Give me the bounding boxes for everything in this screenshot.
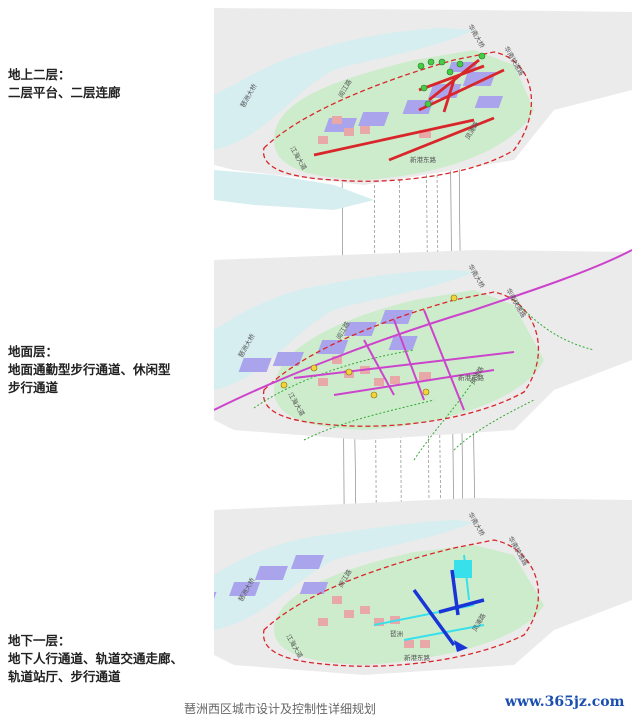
leisure-paths bbox=[253, 299, 595, 461]
station-hall bbox=[454, 560, 472, 578]
layer-label-bot: 地下一层： 地下人行通道、轨道交通走廊、 轨道站厅、步行通道 bbox=[8, 632, 183, 686]
figure-caption: 琶洲西区城市设计及控制性详细规划 bbox=[184, 702, 377, 716]
purple-blocks bbox=[214, 555, 329, 606]
arrow-icon bbox=[454, 640, 468, 652]
layer-label-mid: 地面层： 地面通勤型步行通道、休闲型 步行通道 bbox=[8, 343, 171, 397]
layer-title: 地上二层： bbox=[8, 67, 71, 82]
watermark: www.365jz.com bbox=[505, 694, 625, 710]
layer-desc: 步行通道 bbox=[8, 380, 59, 395]
river-area bbox=[214, 270, 474, 390]
road-label: 琶洲 bbox=[390, 630, 403, 638]
layer-desc: 二层平台、二层连廊 bbox=[8, 85, 121, 100]
road-label: 新港东路 bbox=[458, 373, 485, 382]
river-area bbox=[214, 170, 374, 210]
layer-mid-map: 华南大桥 华南快速路 阅江路 新港东路 凤浦路 琶洲大桥 江海大道 bbox=[214, 249, 632, 461]
layered-diagram: 华南大桥 华南快速路 阅江路 新港东路 凤浦路 琶洲大桥 江海大道 bbox=[214, 8, 632, 675]
boundary-dashed bbox=[262, 291, 540, 427]
river-area bbox=[214, 520, 474, 630]
layer-label-top: 地上二层： 二层平台、二层连廊 bbox=[8, 66, 121, 102]
commute-paths bbox=[214, 249, 632, 411]
layer-desc: 轨道站厅、步行通道 bbox=[8, 669, 121, 684]
node-circle-icon bbox=[280, 294, 458, 399]
node-circle-icon bbox=[417, 52, 486, 108]
island-green bbox=[274, 545, 544, 665]
layer-title: 地下一层： bbox=[8, 633, 71, 648]
layer-bot-map: 华南大桥 华南快速路 阅江路 新港东路 凤浦路 琶洲大桥 江海大道 琶洲 bbox=[214, 498, 632, 675]
rail-corridor bbox=[412, 569, 485, 647]
second-floor-corridors bbox=[313, 58, 505, 162]
pink-blocks bbox=[318, 116, 431, 144]
river-area bbox=[214, 28, 474, 150]
boundary-dashed bbox=[262, 539, 540, 667]
boundary-dashed bbox=[263, 51, 533, 182]
layer-desc: 地下人行通道、轨道交通走廊、 bbox=[8, 651, 184, 666]
layer-desc: 地面通勤型步行通道、休闲型 bbox=[8, 362, 171, 377]
road-label: 新港东路 bbox=[410, 155, 437, 164]
road-label: 新港东路 bbox=[404, 653, 431, 662]
layer-top-map: 华南大桥 华南快速路 阅江路 新港东路 凤浦路 琶洲大桥 江海大道 bbox=[214, 8, 632, 210]
layer-title: 地面层： bbox=[8, 344, 59, 359]
